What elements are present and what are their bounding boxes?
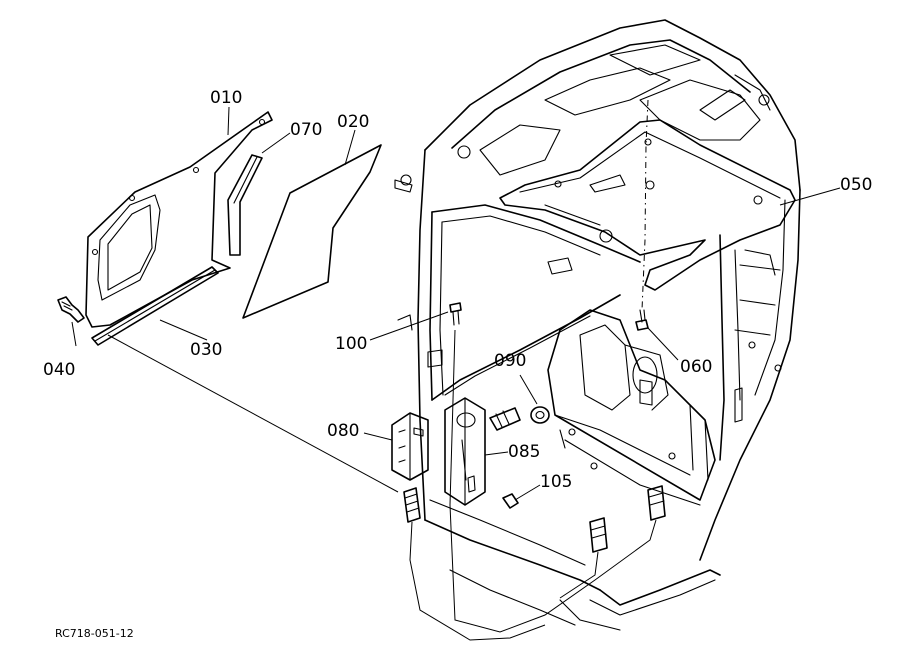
callout-070: 070 <box>290 120 322 140</box>
callout-010: 010 <box>210 88 242 108</box>
seal-strip-part <box>227 154 263 256</box>
callout-100: 100 <box>335 334 367 354</box>
bolt-060 <box>635 309 649 331</box>
callout-060: 060 <box>680 357 712 377</box>
screw-105 <box>502 493 519 509</box>
callout-105: 105 <box>540 472 572 492</box>
panel-part <box>242 144 382 319</box>
window-glass-part <box>85 111 273 328</box>
callout-085: 085 <box>508 442 540 462</box>
bolt-100 <box>449 302 462 326</box>
callout-020: 020 <box>337 112 369 132</box>
rail-part <box>91 266 219 346</box>
bracket-assembly <box>547 309 716 506</box>
connecting-lines <box>107 99 657 641</box>
callout-040: 040 <box>43 360 75 380</box>
dampers <box>403 485 666 553</box>
callout-090: 090 <box>494 351 526 371</box>
callout-050: 050 <box>840 175 872 195</box>
bushing-090 <box>489 406 550 431</box>
cab-frame <box>394 19 801 631</box>
roof-plate <box>499 119 796 291</box>
callout-030: 030 <box>190 340 222 360</box>
bracket-080 <box>391 412 429 481</box>
stay-085 <box>444 397 486 506</box>
drawing-reference-number: RC718-051-12 <box>55 627 134 640</box>
callout-leaders <box>71 106 841 501</box>
callout-080: 080 <box>327 421 359 441</box>
fitting-part <box>57 296 85 323</box>
